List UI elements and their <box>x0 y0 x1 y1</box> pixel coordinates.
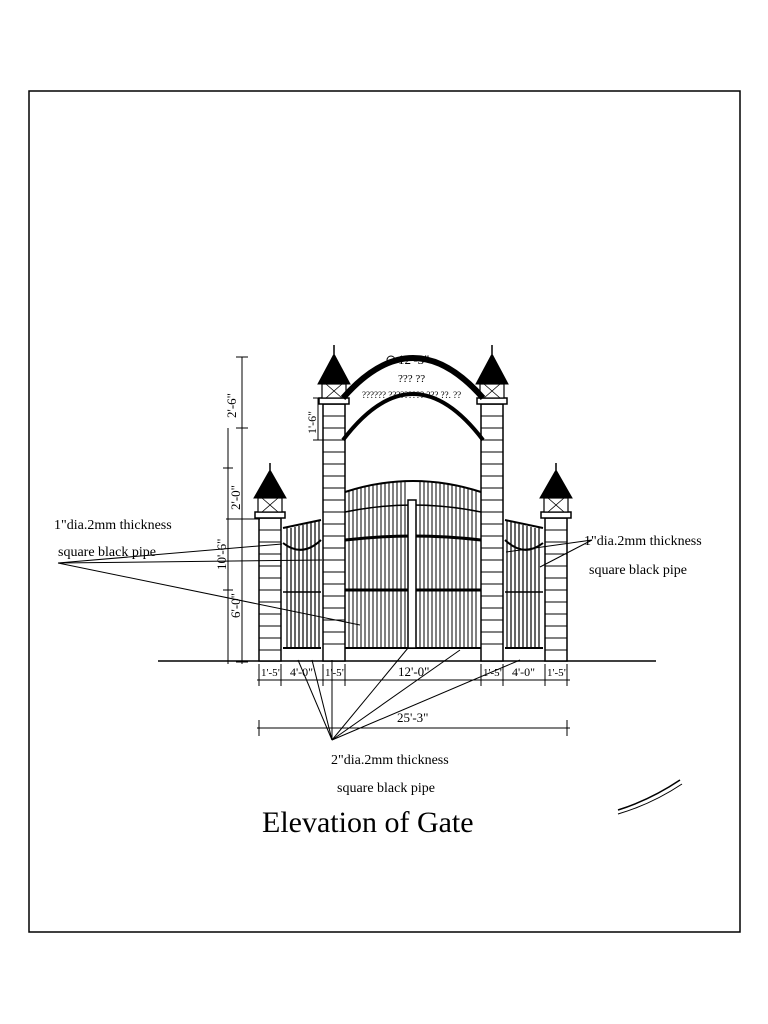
drawing-title: Elevation of Gate <box>262 806 474 839</box>
dim-pillar-1: 1'-5" <box>261 667 282 679</box>
main-gate <box>344 480 482 649</box>
outer-left-pillar <box>253 463 287 662</box>
left-side-gate <box>282 519 322 649</box>
arch-band-height-dim: 1'-6" <box>305 411 319 434</box>
dim-pillar-3: 1'-5" <box>483 667 504 679</box>
bottom-pipe-note-line-2: square black pipe <box>337 781 435 796</box>
right-pipe-note-line-2: square black pipe <box>589 563 687 578</box>
pillar-cap <box>539 468 573 499</box>
arch-inscription-line-2: ?????? ????????? ??? ??. ?? <box>362 390 461 400</box>
main-gate-centre-post <box>407 499 417 649</box>
vertical-dimensions <box>223 356 323 664</box>
dim-pillar-4: 1'-5" <box>547 667 568 679</box>
brick-courses <box>545 529 567 651</box>
pillar-cap <box>317 352 351 385</box>
dome-height-dim: 2'-6" <box>224 393 239 418</box>
dim-main-gate: 12'-0" <box>398 664 429 679</box>
arch-inscription-line-1: ??? ?? <box>398 373 425 385</box>
total-height-dim: 10'-6" <box>214 539 229 570</box>
left-pipe-note-line-2: square black pipe <box>58 545 156 560</box>
brick-courses <box>259 529 281 651</box>
inner-left-pillar <box>317 345 351 662</box>
right-side-gate <box>504 519 544 649</box>
dim-overall-width: 25'-3" <box>397 710 428 725</box>
inner-arch <box>341 392 485 442</box>
dim-pillar-2: 1'-5" <box>325 667 346 679</box>
arch-dimension-marker <box>386 355 396 365</box>
dim-side-gate-right: 4'-0" <box>512 665 535 679</box>
sketch-stroke <box>617 779 681 811</box>
left-pipe-note-line-1: 1"dia.2mm thickness <box>54 518 172 533</box>
right-pipe-note-line-1: 1"dia.2mm thickness <box>584 534 702 549</box>
pillar-cap <box>253 468 287 499</box>
sketch-stroke <box>617 783 683 815</box>
brick-courses <box>323 415 345 645</box>
lower-gate-height-dim: 6'-0" <box>228 593 243 618</box>
brick-courses <box>481 415 503 645</box>
drawing-frame <box>28 90 741 933</box>
dim-side-gate-left: 4'-0" <box>290 665 313 679</box>
outer-arch <box>340 355 486 400</box>
pillar-cap <box>475 352 509 385</box>
leader-lines <box>57 539 593 741</box>
arch-dimension: 12'-3" <box>398 352 429 367</box>
bottom-pipe-note-line-1: 2"dia.2mm thickness <box>331 753 449 768</box>
outer-right-pillar <box>539 463 573 662</box>
horizontal-dimensions <box>257 664 570 736</box>
main-gate-top-rail <box>344 480 482 493</box>
inner-right-pillar <box>475 345 509 662</box>
upper-gate-height-dim: 2'-0" <box>228 485 243 510</box>
